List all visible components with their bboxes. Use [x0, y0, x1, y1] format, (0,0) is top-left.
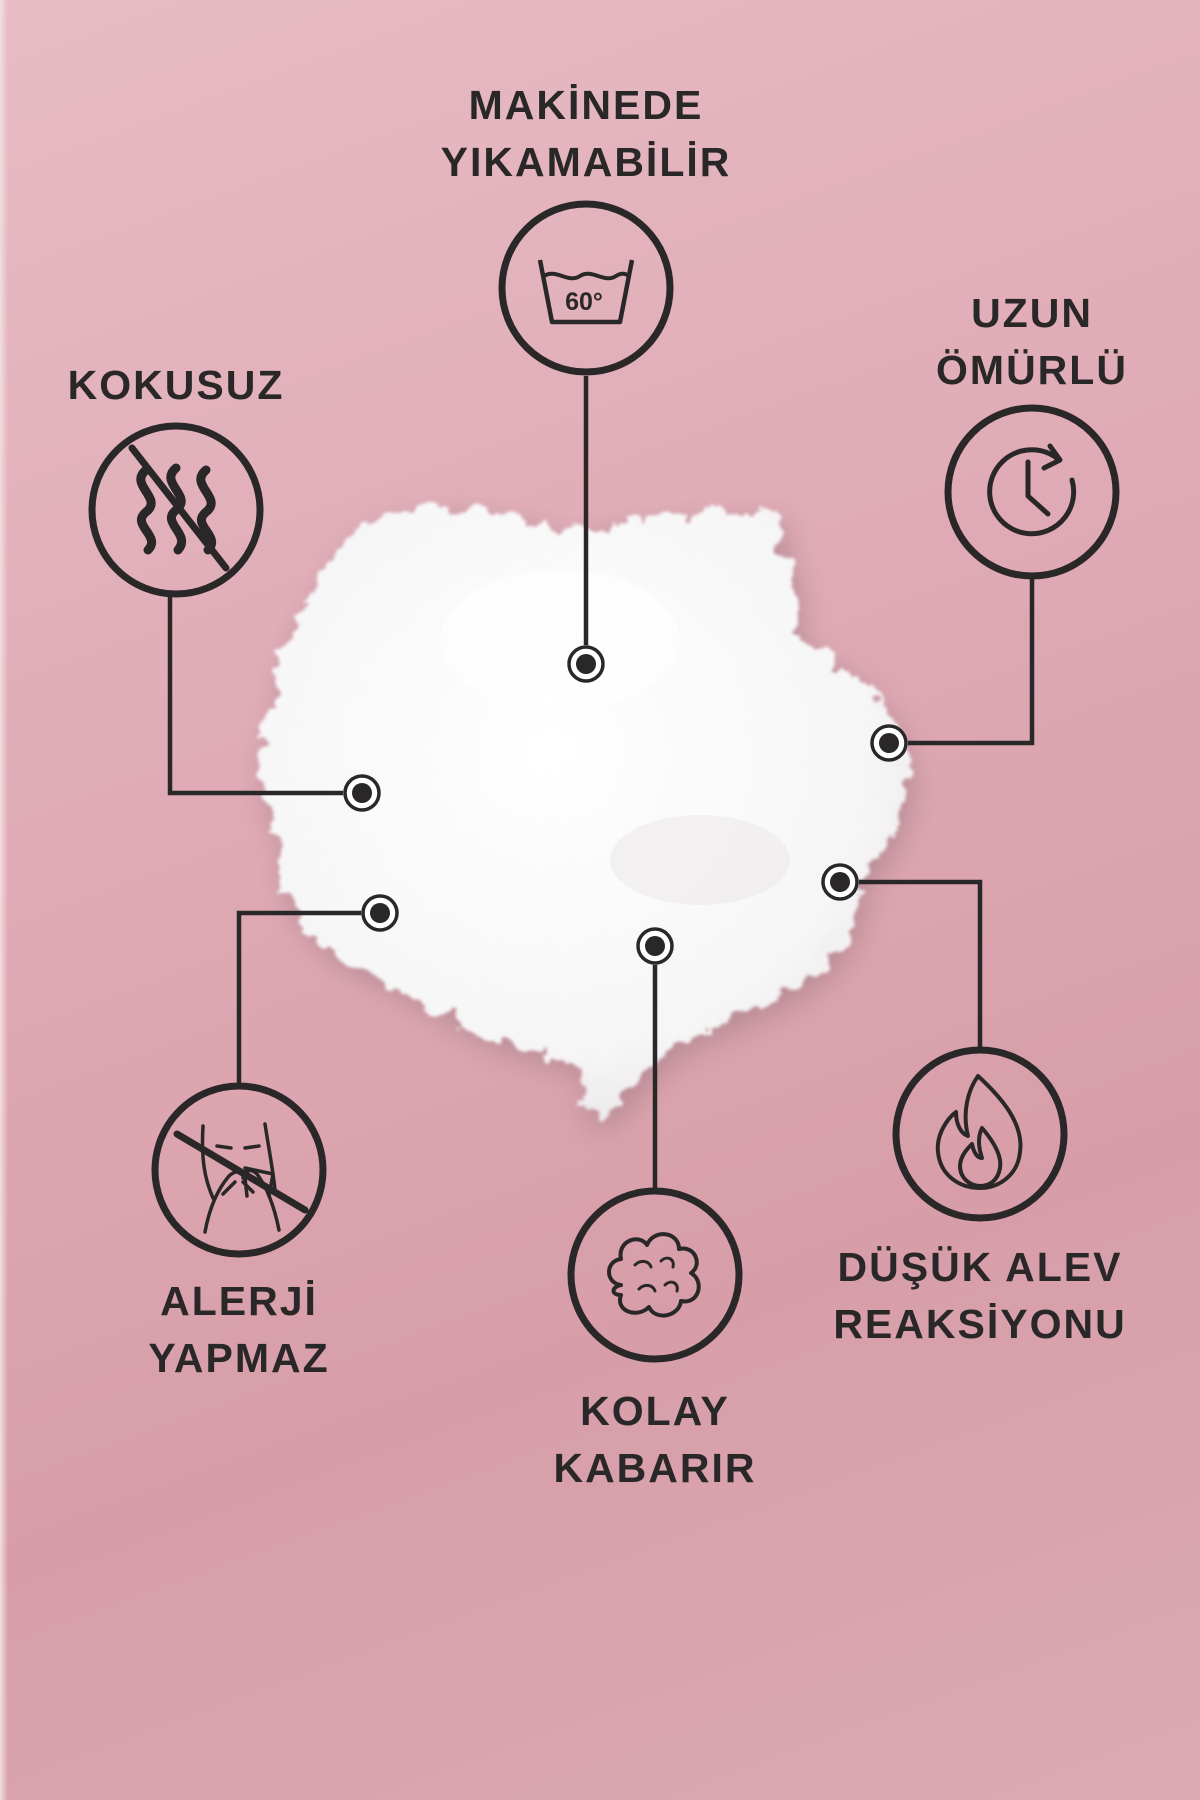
- dot-washable: [567, 645, 605, 683]
- label-washable-line-1: MAKİNEDE: [468, 82, 704, 128]
- no-sneeze-icon: [151, 1082, 327, 1258]
- no-odor-icon: [88, 422, 264, 598]
- label-easy-fluff-line-1: KOLAY: [580, 1388, 730, 1434]
- label-washable-line-2: YIKAMABİLİR: [440, 139, 732, 185]
- label-low-flame-line-1: DÜŞÜK ALEV: [837, 1244, 1123, 1290]
- label-low-flame: DÜŞÜK ALEV REAKSİYONU: [820, 1239, 1140, 1353]
- connector-long-life: [889, 577, 1035, 746]
- label-hypoallergenic-line-1: ALERJİ: [160, 1278, 318, 1324]
- label-washable: MAKİNEDE YIKAMABİLİR: [386, 77, 786, 191]
- label-long-life-line-2: ÖMÜRLÜ: [936, 347, 1128, 393]
- label-low-flame-line-2: REAKSİYONU: [833, 1301, 1127, 1347]
- dot-long-life: [870, 724, 908, 762]
- washtub-60-icon: 60°: [498, 200, 674, 376]
- label-odorless: KOKUSUZ: [36, 357, 316, 414]
- label-hypoallergenic-line-2: YAPMAZ: [148, 1335, 330, 1381]
- connector-low-flame: [840, 879, 983, 1050]
- dot-easy-fluff: [636, 927, 674, 965]
- label-hypoallergenic: ALERJİ YAPMAZ: [99, 1273, 379, 1387]
- label-easy-fluff-line-2: KABARIR: [553, 1445, 757, 1491]
- label-long-life-line-1: UZUN: [971, 290, 1093, 336]
- fluff-icon: [567, 1187, 743, 1363]
- wash-temperature-label: 60°: [565, 288, 603, 316]
- endpoint-dots: [343, 645, 908, 965]
- flame-icon: [892, 1046, 1068, 1222]
- dot-odorless: [343, 774, 381, 812]
- dot-hypoallergenic: [361, 894, 399, 932]
- label-odorless-line-1: KOKUSUZ: [67, 362, 285, 408]
- label-easy-fluff: KOLAY KABARIR: [515, 1383, 795, 1497]
- connector-lines: [167, 376, 1035, 1190]
- fiber-cloud: [258, 507, 914, 1130]
- dot-low-flame: [821, 863, 859, 901]
- label-long-life: UZUN ÖMÜRLÜ: [902, 285, 1162, 399]
- connector-odorless: [167, 594, 362, 796]
- clock-icon: [944, 404, 1120, 580]
- connector-hypoallergenic: [236, 910, 380, 1085]
